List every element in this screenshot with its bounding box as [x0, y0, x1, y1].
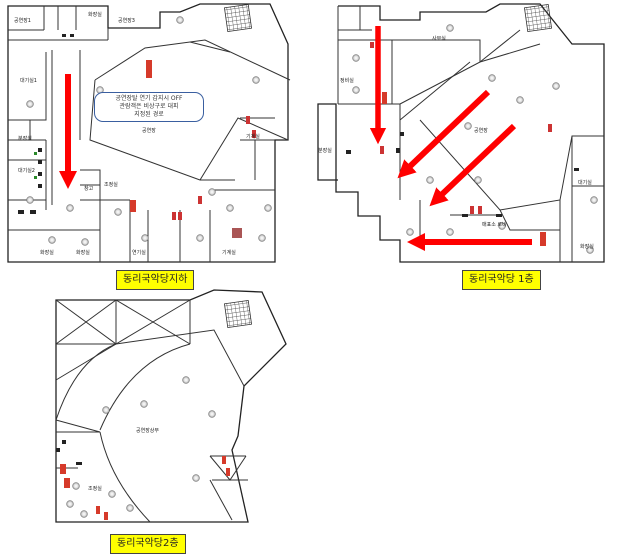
b1-note-line: 지정된 경로	[134, 111, 164, 118]
b1-room-d: 대기실1	[20, 77, 37, 84]
b1-room-g: 공연장	[142, 127, 156, 134]
f1-room-g: 화장실	[580, 243, 594, 250]
f1-room-e: 매표소 로비	[482, 221, 507, 228]
plan-second-floor: 공연장상부 조정실	[55, 289, 287, 523]
b1-room-i: 창고	[84, 185, 94, 192]
b1-room-l: 연기실	[132, 249, 146, 256]
b1-room-c: 공연장3	[118, 17, 135, 24]
b1-room-n: 조정실	[104, 181, 118, 188]
b1-room-a: 공연장1	[14, 17, 31, 24]
caption-first-floor: 동리국악당 1층	[462, 270, 541, 290]
b1-note-line: 관람객은 비상구로 대피	[119, 103, 179, 110]
plan-first-floor: 사무실 정비실 분장실 공연장 매표소 로비 대기실 화장실	[317, 3, 605, 263]
f1-room-a: 사무실	[432, 35, 446, 42]
b1-evacuation-note: 공연장탈 연기 감지시 OFF 관람객은 비상구로 대피 지정된 경로	[94, 92, 204, 122]
plan-basement: 공연장1 화장실 공연장3 대기실1 대기실2 분장실 공연장 기계실 창고 화…	[7, 3, 291, 263]
b1-room-b: 화장실	[88, 11, 102, 18]
b1-room-j: 화장실	[40, 249, 54, 256]
f2-room-a: 공연장상부	[136, 427, 159, 434]
f1-room-f: 대기실	[578, 179, 592, 186]
f1-room-c: 분장실	[318, 147, 332, 154]
b1-room-f: 분장실	[18, 135, 32, 142]
b1-room-m: 기계실	[222, 249, 236, 256]
caption-basement: 동리국악당지하	[116, 270, 195, 290]
f2-room-b: 조정실	[88, 485, 102, 492]
b1-room-k: 화장실	[76, 249, 90, 256]
f1-room-b: 정비실	[340, 77, 354, 84]
f1-room-d: 공연장	[474, 127, 488, 134]
b1-room-e: 대기실2	[18, 167, 35, 174]
b1-note-line: 공연장탈 연기 감지시 OFF	[115, 95, 183, 102]
caption-second-floor: 동리국악당2층	[110, 534, 186, 554]
b1-room-h: 기계실	[246, 133, 260, 140]
